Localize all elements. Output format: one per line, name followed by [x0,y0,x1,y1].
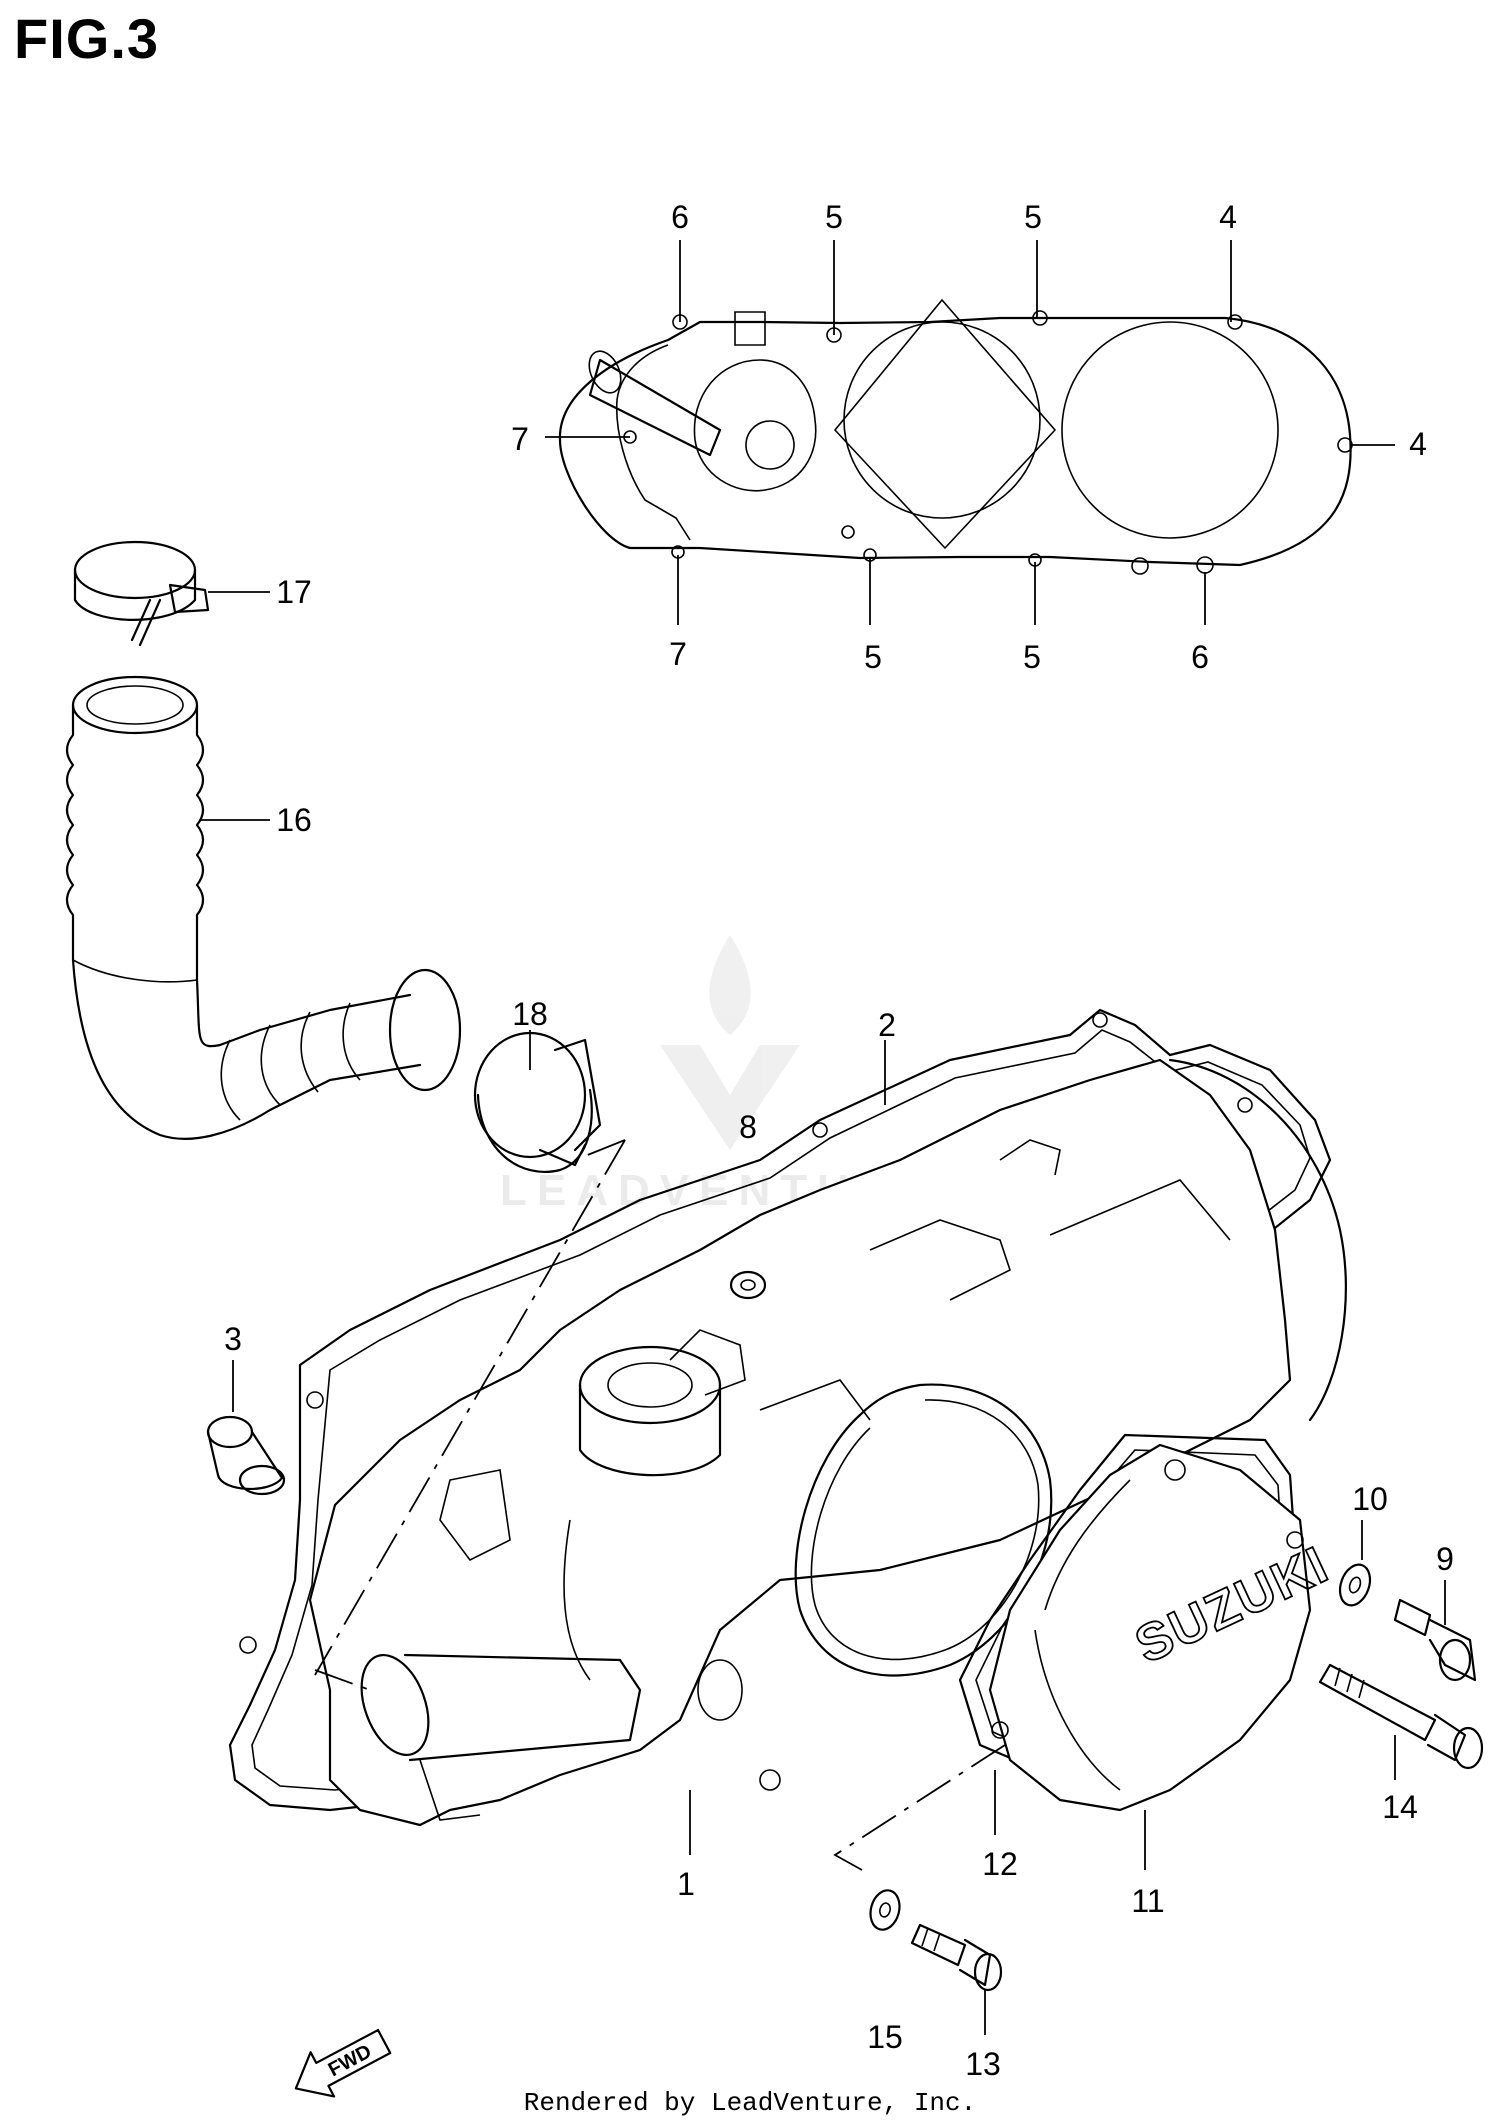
callout-8: 8 [739,1109,757,1145]
callout-12: 12 [982,1846,1018,1882]
callout-1: 1 [677,1866,695,1902]
part-bolt-13[interactable] [910,1923,1003,2035]
part-bolt-9[interactable] [1393,1580,1477,1682]
callout-5: 5 [1023,639,1041,675]
part-clutch-cover-11[interactable]: SUZUKI [988,1443,1339,1870]
callout-7: 7 [511,421,529,457]
alignment-lines [314,1139,1006,1871]
callout-5: 5 [1024,199,1042,235]
figure-title: FIG.3 [14,7,160,70]
callout-6: 6 [671,199,689,235]
part-gasket-upper[interactable] [558,298,1353,575]
callout-4: 4 [1219,199,1237,235]
part-breather-hose-16[interactable] [65,675,462,1140]
part-washer-15[interactable] [866,1887,903,1933]
callout-3: 3 [224,1321,242,1357]
callout-11: 11 [1131,1883,1164,1919]
callout-10: 10 [1352,1481,1388,1517]
callout-5: 5 [864,639,882,675]
part-crankcase-cover-1[interactable] [308,1058,1347,1855]
part-bolt-14[interactable] [1318,1663,1484,1780]
render-credit: Rendered by LeadVenture, Inc. [523,2088,977,2118]
part-clamp-18[interactable] [473,1030,602,1173]
leader-lines-top [545,240,1395,625]
callout-18: 18 [512,996,548,1032]
callout-14: 14 [1382,1789,1418,1825]
callout-5: 5 [825,199,843,235]
part-washer-8[interactable] [729,1270,767,1300]
callout-17: 17 [276,574,312,610]
callout-4: 4 [1409,426,1427,462]
callout-13: 13 [965,2046,1001,2082]
callout-9: 9 [1436,1541,1454,1577]
part-dowel-3[interactable] [206,1360,286,1496]
callout-15: 15 [867,2019,903,2055]
callout-7: 7 [669,636,687,672]
callout-6: 6 [1191,639,1209,675]
callout-16: 16 [276,802,312,838]
callout-numbers: 6 5 5 4 4 7 7 5 5 6 17 16 18 2 8 3 10 9 … [224,199,1454,2082]
callout-2: 2 [878,1007,896,1043]
part-clamp-17[interactable] [73,540,270,647]
part-washer-10[interactable] [1335,1520,1376,1610]
